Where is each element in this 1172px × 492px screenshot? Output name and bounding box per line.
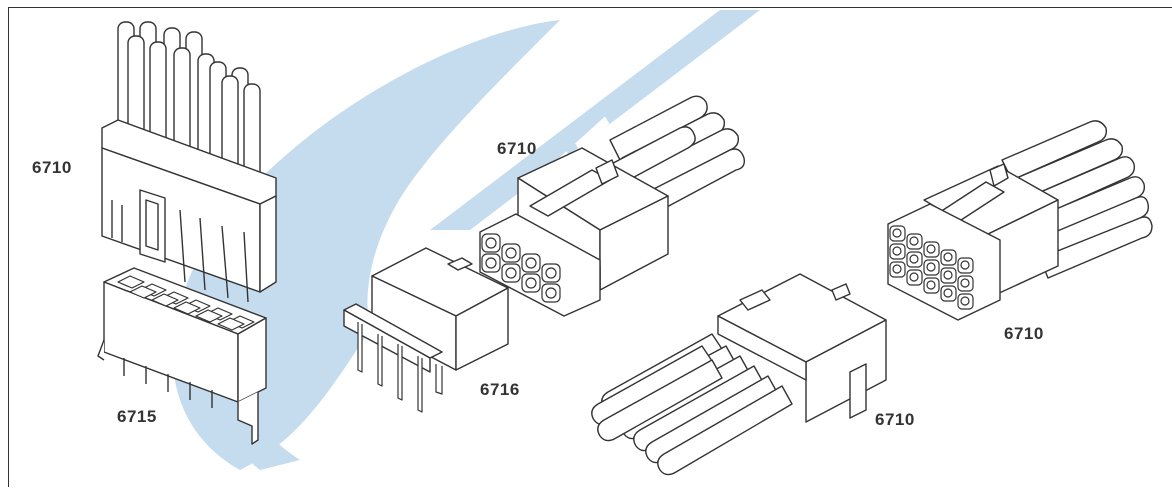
label-6710-right-lower: 6710 [875, 410, 915, 429]
connector-6716-right-angle [343, 247, 509, 413]
label-6716: 6716 [480, 380, 520, 399]
watermark-band [430, 10, 760, 230]
frame-top-border [8, 7, 1172, 8]
connector-6715-header [97, 267, 267, 445]
connector-6710-horizontal-16 [887, 120, 1153, 321]
pin-cavities [117, 275, 255, 331]
pin-cavities [481, 233, 561, 303]
label-6710-center: 6710 [497, 139, 537, 158]
wire-bundle [591, 333, 793, 476]
watermark-swoosh-tail [197, 300, 300, 470]
header-pins [357, 322, 443, 413]
connector-6710-vertical [101, 21, 277, 303]
pin-cavities [889, 225, 974, 310]
label-6715: 6715 [117, 407, 157, 426]
connector-6710-rear [591, 273, 887, 476]
label-6710-top-left: 6710 [32, 158, 72, 177]
frame-left-border [8, 7, 9, 487]
watermark-swoosh [172, 20, 560, 470]
label-6710-right-upper: 6710 [1004, 324, 1044, 343]
connector-6710-horizontal-8 [479, 95, 746, 317]
